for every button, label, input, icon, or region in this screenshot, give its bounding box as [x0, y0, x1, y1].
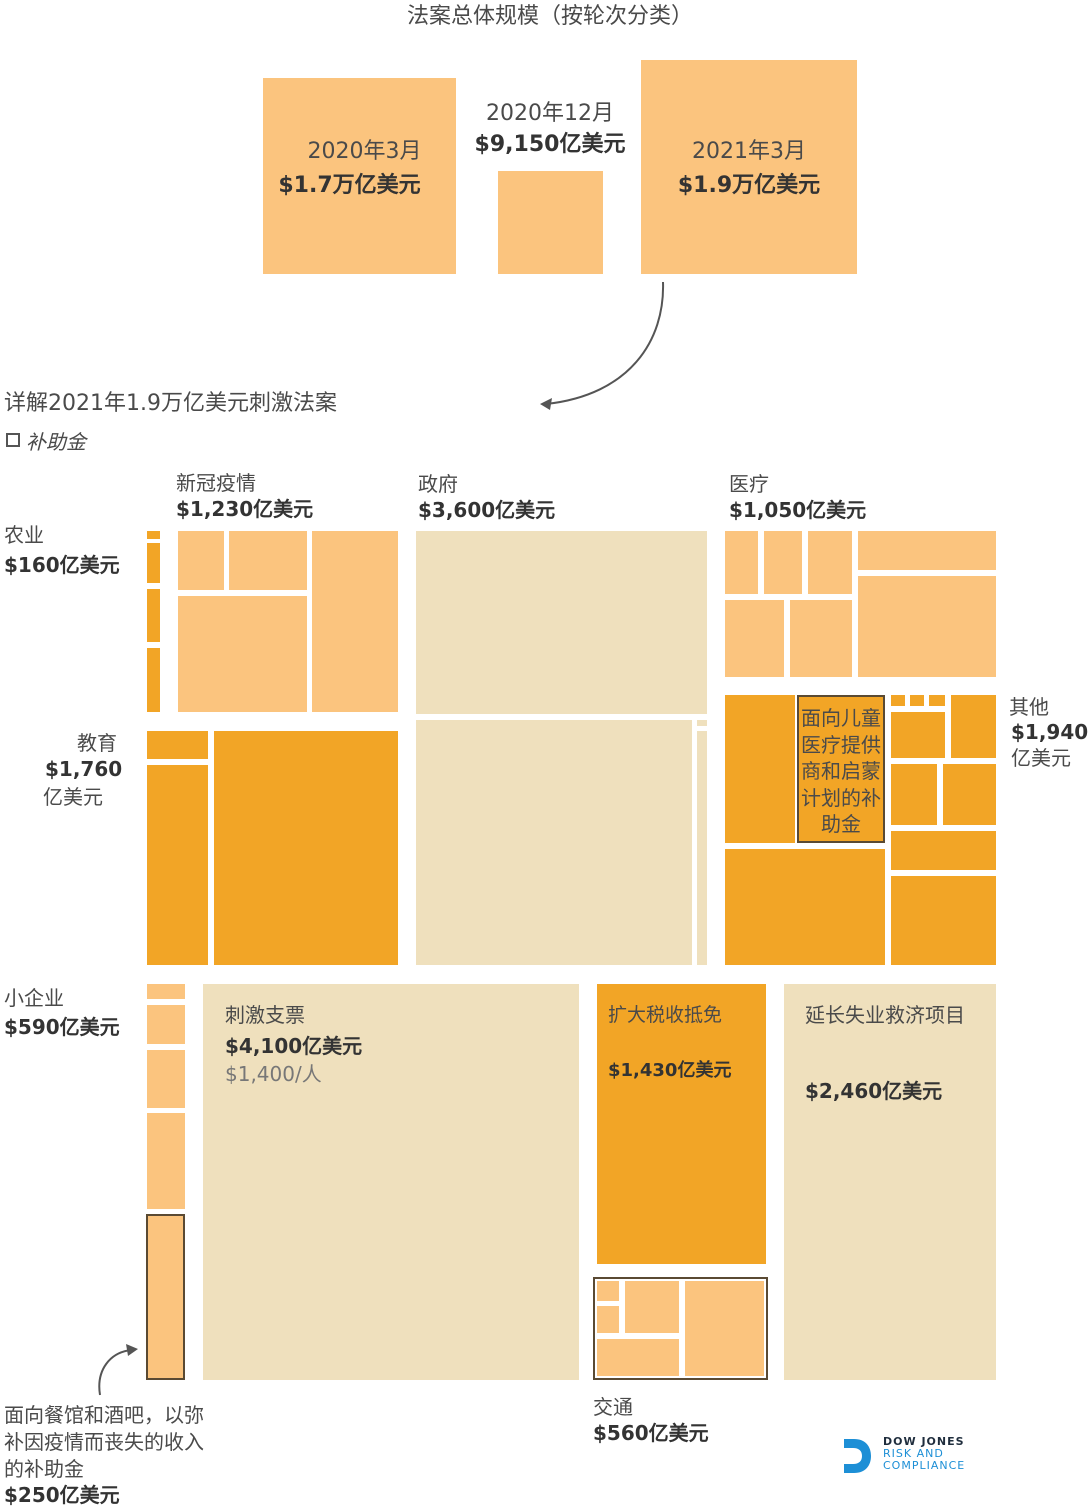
other-block: [891, 831, 996, 870]
other-block: [891, 695, 905, 706]
tax-credits-label: 扩大税收抵免: [608, 1004, 723, 1026]
other-block: [891, 764, 937, 825]
transportation-block: [685, 1281, 764, 1376]
child-care-grant-label: 面向儿童医疗提供商和启蒙计划的补助金: [801, 706, 881, 836]
dow-jones-logo-icon: [844, 1439, 871, 1473]
bill-box-2020-03: [263, 78, 456, 274]
medical-block: [858, 576, 996, 677]
unemployment-label: 延长失业救济项目: [805, 1003, 965, 1027]
bill-amount-2020-03: $1.7万亿美元: [278, 173, 421, 198]
top-title: 法案总体规模（按轮次分类）: [406, 4, 693, 29]
transportation-block: [597, 1306, 619, 1333]
medical-block: [858, 531, 996, 570]
small-business-block: [147, 984, 185, 999]
restaurant-grant-block: [146, 1214, 185, 1380]
tax-credits-block: [597, 984, 766, 1264]
unemployment-block: [784, 984, 996, 1380]
logo-line-3: COMPLIANCE: [883, 1459, 966, 1472]
logo-line-2: RISK AND: [883, 1447, 944, 1460]
agriculture-block: [147, 531, 160, 539]
medical-block: [764, 531, 802, 594]
bill-amount-2020-12: $9,150亿美元: [474, 132, 626, 157]
small-business-block: [147, 1113, 185, 1209]
government-block: [416, 720, 692, 965]
bill-date-2021-03: 2021年3月: [692, 139, 806, 164]
stimulus-checks-block: [203, 984, 579, 1380]
covid-block: [229, 531, 307, 590]
covid-label: 新冠疫情: [176, 471, 256, 495]
other-block: [951, 695, 996, 758]
stimulus-checks-value: $4,100亿美元: [225, 1034, 363, 1058]
agriculture-label: 农业: [4, 523, 44, 547]
other-block: [725, 849, 885, 965]
government-label: 政府: [418, 472, 458, 496]
small-business-block: [147, 1050, 185, 1108]
education-block: [214, 731, 398, 965]
bill-box-2020-12: [498, 171, 603, 274]
medical-block: [725, 531, 758, 594]
other-block: [725, 695, 795, 843]
bill-date-2020-03: 2020年3月: [307, 139, 422, 164]
medical-block: [790, 600, 852, 677]
transportation-block: [625, 1281, 679, 1333]
unemployment-value: $2,460亿美元: [805, 1079, 943, 1103]
covid-block: [178, 596, 307, 712]
transportation-value: $560亿美元: [593, 1421, 709, 1445]
legend-swatch: [6, 433, 20, 447]
restaurant-value: $250亿美元: [4, 1483, 120, 1507]
education-value: $1,760: [45, 757, 123, 781]
transportation-label: 交通: [593, 1395, 633, 1419]
tax-credits-value: $1,430亿美元: [608, 1060, 732, 1081]
medical-label: 医疗: [729, 472, 769, 496]
education-block: [147, 765, 208, 965]
other-block: [891, 876, 996, 965]
other-block: [929, 695, 945, 706]
transportation-block: [597, 1339, 679, 1376]
agriculture-block: [147, 543, 160, 583]
other-label: 其他: [1009, 695, 1049, 719]
education-unit: 亿美元: [43, 785, 103, 809]
other-unit: 亿美元: [1011, 746, 1071, 770]
logo-line-1: DOW JONES: [883, 1435, 965, 1448]
agriculture-block: [147, 648, 160, 712]
covid-block: [312, 531, 398, 712]
education-label: 教育: [77, 731, 117, 755]
government-block: [697, 720, 707, 726]
transportation-block: [597, 1281, 619, 1301]
covid-value: $1,230亿美元: [176, 497, 314, 521]
small-business-block: [147, 1005, 185, 1044]
agriculture-value: $160亿美元: [4, 553, 120, 577]
stimulus-checks-label: 刺激支票: [225, 1003, 305, 1027]
other-value: $1,940: [1011, 720, 1088, 744]
medical-block: [808, 531, 852, 594]
other-block: [943, 764, 996, 825]
bill-amount-2021-03: $1.9万亿美元: [677, 173, 821, 198]
restaurant-note: 面向餐馆和酒吧，以弥补因疫情而丧失的收入的补助金: [4, 1403, 204, 1481]
government-block: [697, 731, 707, 965]
child-care-grant-block: [797, 695, 885, 843]
stimulus-checks-per-person: $1,400/人: [225, 1062, 322, 1086]
legend-label: 补助金: [26, 430, 86, 454]
bill-date-2020-12: 2020年12月: [486, 101, 614, 126]
other-block: [891, 712, 945, 758]
agriculture-block: [147, 589, 160, 642]
medical-value: $1,050亿美元: [729, 498, 867, 522]
detail-title: 详解2021年1.9万亿美元刺激法案: [4, 391, 337, 416]
small-business-value: $590亿美元: [4, 1015, 120, 1039]
bill-box-2021-03: [641, 60, 857, 274]
covid-block: [178, 531, 224, 590]
education-block: [147, 731, 208, 759]
other-block: [910, 695, 924, 706]
dow-jones-logo-text: DOW JONES RISK AND COMPLIANCE: [883, 1436, 965, 1472]
small-business-label: 小企业: [4, 986, 64, 1010]
government-value: $3,600亿美元: [418, 498, 556, 522]
medical-block: [725, 600, 784, 677]
government-block: [416, 531, 707, 714]
